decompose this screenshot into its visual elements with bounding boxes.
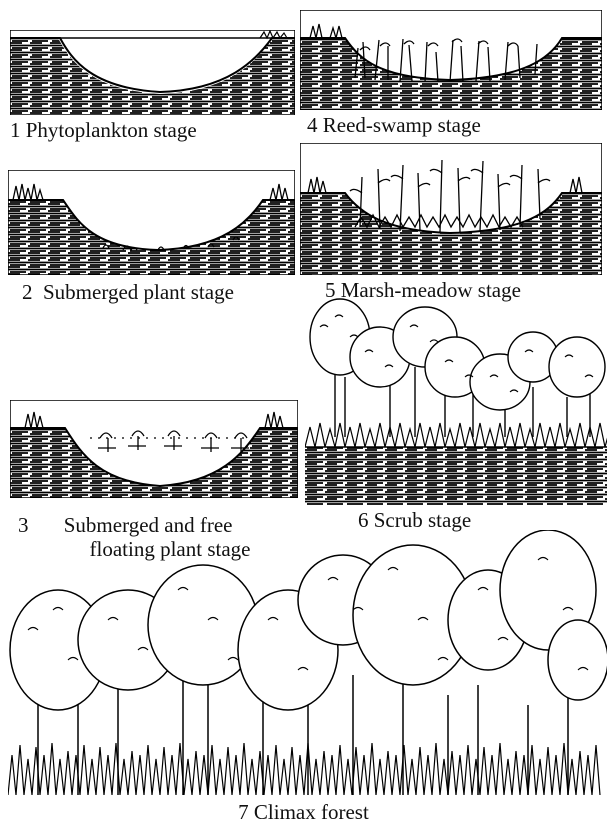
stage-1-number: 1 — [10, 118, 21, 142]
stage-2-submerged-plant-illustration — [8, 170, 295, 275]
stage-1-label: Phytoplankton stage — [26, 118, 197, 142]
stage-4-reed-swamp-illustration — [300, 10, 602, 110]
stage-2-caption: 2 Submerged plant stage — [22, 280, 234, 304]
stage-5-marsh-meadow-illustration — [300, 143, 602, 275]
stage-7-number: 7 — [238, 800, 249, 824]
stage-6-scrub-illustration — [305, 297, 607, 505]
stage-7-caption: 7 Climax forest — [0, 800, 607, 824]
stage-4-number: 4 — [307, 113, 318, 137]
stage-6-caption: 6 Scrub stage — [358, 508, 471, 532]
stage-1-phytoplankton-illustration — [10, 30, 295, 115]
stage-1-caption: 1 Phytoplankton stage — [10, 118, 197, 142]
stage-4-label: Reed-swamp stage — [323, 113, 481, 137]
stage-7-label: Climax forest — [254, 800, 369, 824]
stage-2-number: 2 — [22, 280, 33, 304]
stage-6-number: 6 — [358, 508, 369, 532]
stage-4-caption: 4 Reed-swamp stage — [307, 113, 481, 137]
stage-7-climax-forest-illustration — [8, 530, 607, 795]
stage-3-free-floating-illustration — [10, 400, 298, 498]
stage-2-label: Submerged plant stage — [43, 280, 234, 304]
stage-6-label: Scrub stage — [374, 508, 471, 532]
